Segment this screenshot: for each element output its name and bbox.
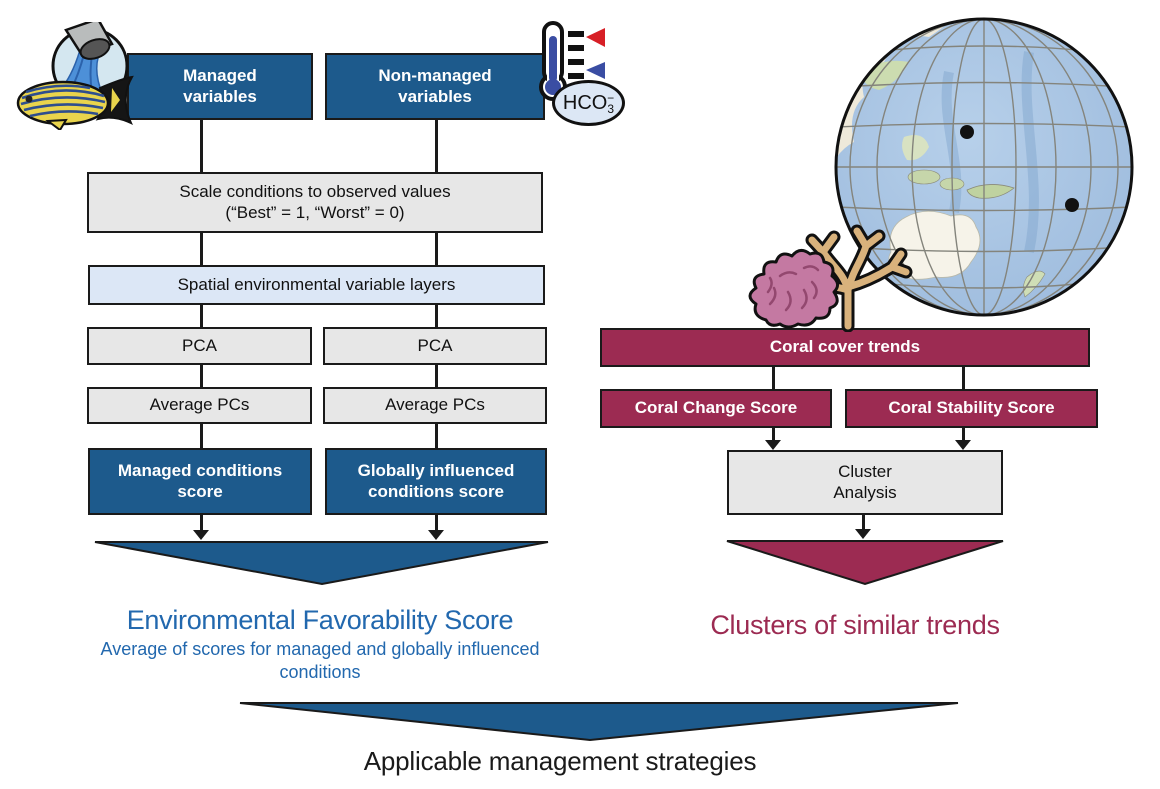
arrow-line: [772, 428, 775, 441]
hco3-badge: HCO3−: [552, 80, 625, 126]
right-funnel-triangle: [726, 540, 1004, 586]
hco3-label: HCO3−: [562, 90, 615, 116]
applicable-strategies-title: Applicable management strategies: [363, 746, 757, 776]
branching-coral-icon: [803, 224, 913, 332]
scale-conditions-box: Scale conditions to observed values (“Be…: [87, 172, 543, 233]
connector-line: [772, 367, 775, 389]
arrow-down-icon: [193, 530, 209, 540]
spatial-layers-box: Spatial environmental variable layers: [88, 265, 545, 305]
managed-score-box: Managed conditions score: [88, 448, 312, 515]
connector-line: [435, 120, 438, 172]
arrow-line: [862, 515, 865, 530]
coral-stability-score-box: Coral Stability Score: [845, 389, 1098, 428]
globe-pacific-icon: [834, 17, 1134, 317]
pca-left-box: PCA: [87, 327, 312, 365]
connector-line: [200, 365, 203, 387]
environmental-favorability-title: Environmental Favorability Score: [126, 605, 514, 635]
nonmanaged-variables-box: Non-managed variables: [325, 53, 545, 120]
globe-graticule: [836, 19, 1132, 315]
connector-line: [962, 367, 965, 389]
cold-marker-icon: [586, 62, 605, 79]
managed-variables-icons: [16, 22, 134, 130]
site-dot: [1065, 198, 1079, 212]
managed-variables-box: Managed variables: [127, 53, 313, 120]
pca-right-box: PCA: [323, 327, 547, 365]
arrow-line: [200, 515, 203, 531]
thermometer-scale-marks: [568, 31, 584, 79]
coral-icon: [748, 224, 913, 332]
connector-line: [435, 365, 438, 387]
arrow-down-icon: [855, 529, 871, 539]
connector-line: [200, 233, 203, 265]
arrow-down-icon: [955, 440, 971, 450]
average-pcs-right-box: Average PCs: [323, 387, 547, 424]
cluster-analysis-box: Cluster Analysis: [727, 450, 1003, 515]
bottom-funnel-triangle: [239, 702, 959, 742]
connector-line: [200, 120, 203, 172]
pink-coral-icon: [748, 249, 839, 329]
left-funnel-triangle: [94, 541, 549, 586]
clusters-of-similar-trends-title: Clusters of similar trends: [710, 610, 1000, 640]
connector-line: [200, 305, 203, 327]
hot-marker-icon: [586, 28, 605, 47]
connector-line: [200, 424, 203, 448]
connector-line: [435, 424, 438, 448]
connector-line: [435, 233, 438, 265]
fish-icon: [16, 75, 134, 130]
environmental-favorability-subtitle: Average of scores for managed and global…: [100, 639, 540, 683]
arrow-down-icon: [765, 440, 781, 450]
average-pcs-left-box: Average PCs: [87, 387, 312, 424]
arrow-line: [435, 515, 438, 531]
coral-change-score-box: Coral Change Score: [600, 389, 832, 428]
arrow-line: [962, 428, 965, 441]
arrow-down-icon: [428, 530, 444, 540]
global-score-box: Globally influenced conditions score: [325, 448, 547, 515]
coral-cover-trends-box: Coral cover trends: [600, 328, 1090, 367]
connector-line: [435, 305, 438, 327]
site-dot: [960, 125, 974, 139]
thermometer-icon: [539, 21, 605, 101]
